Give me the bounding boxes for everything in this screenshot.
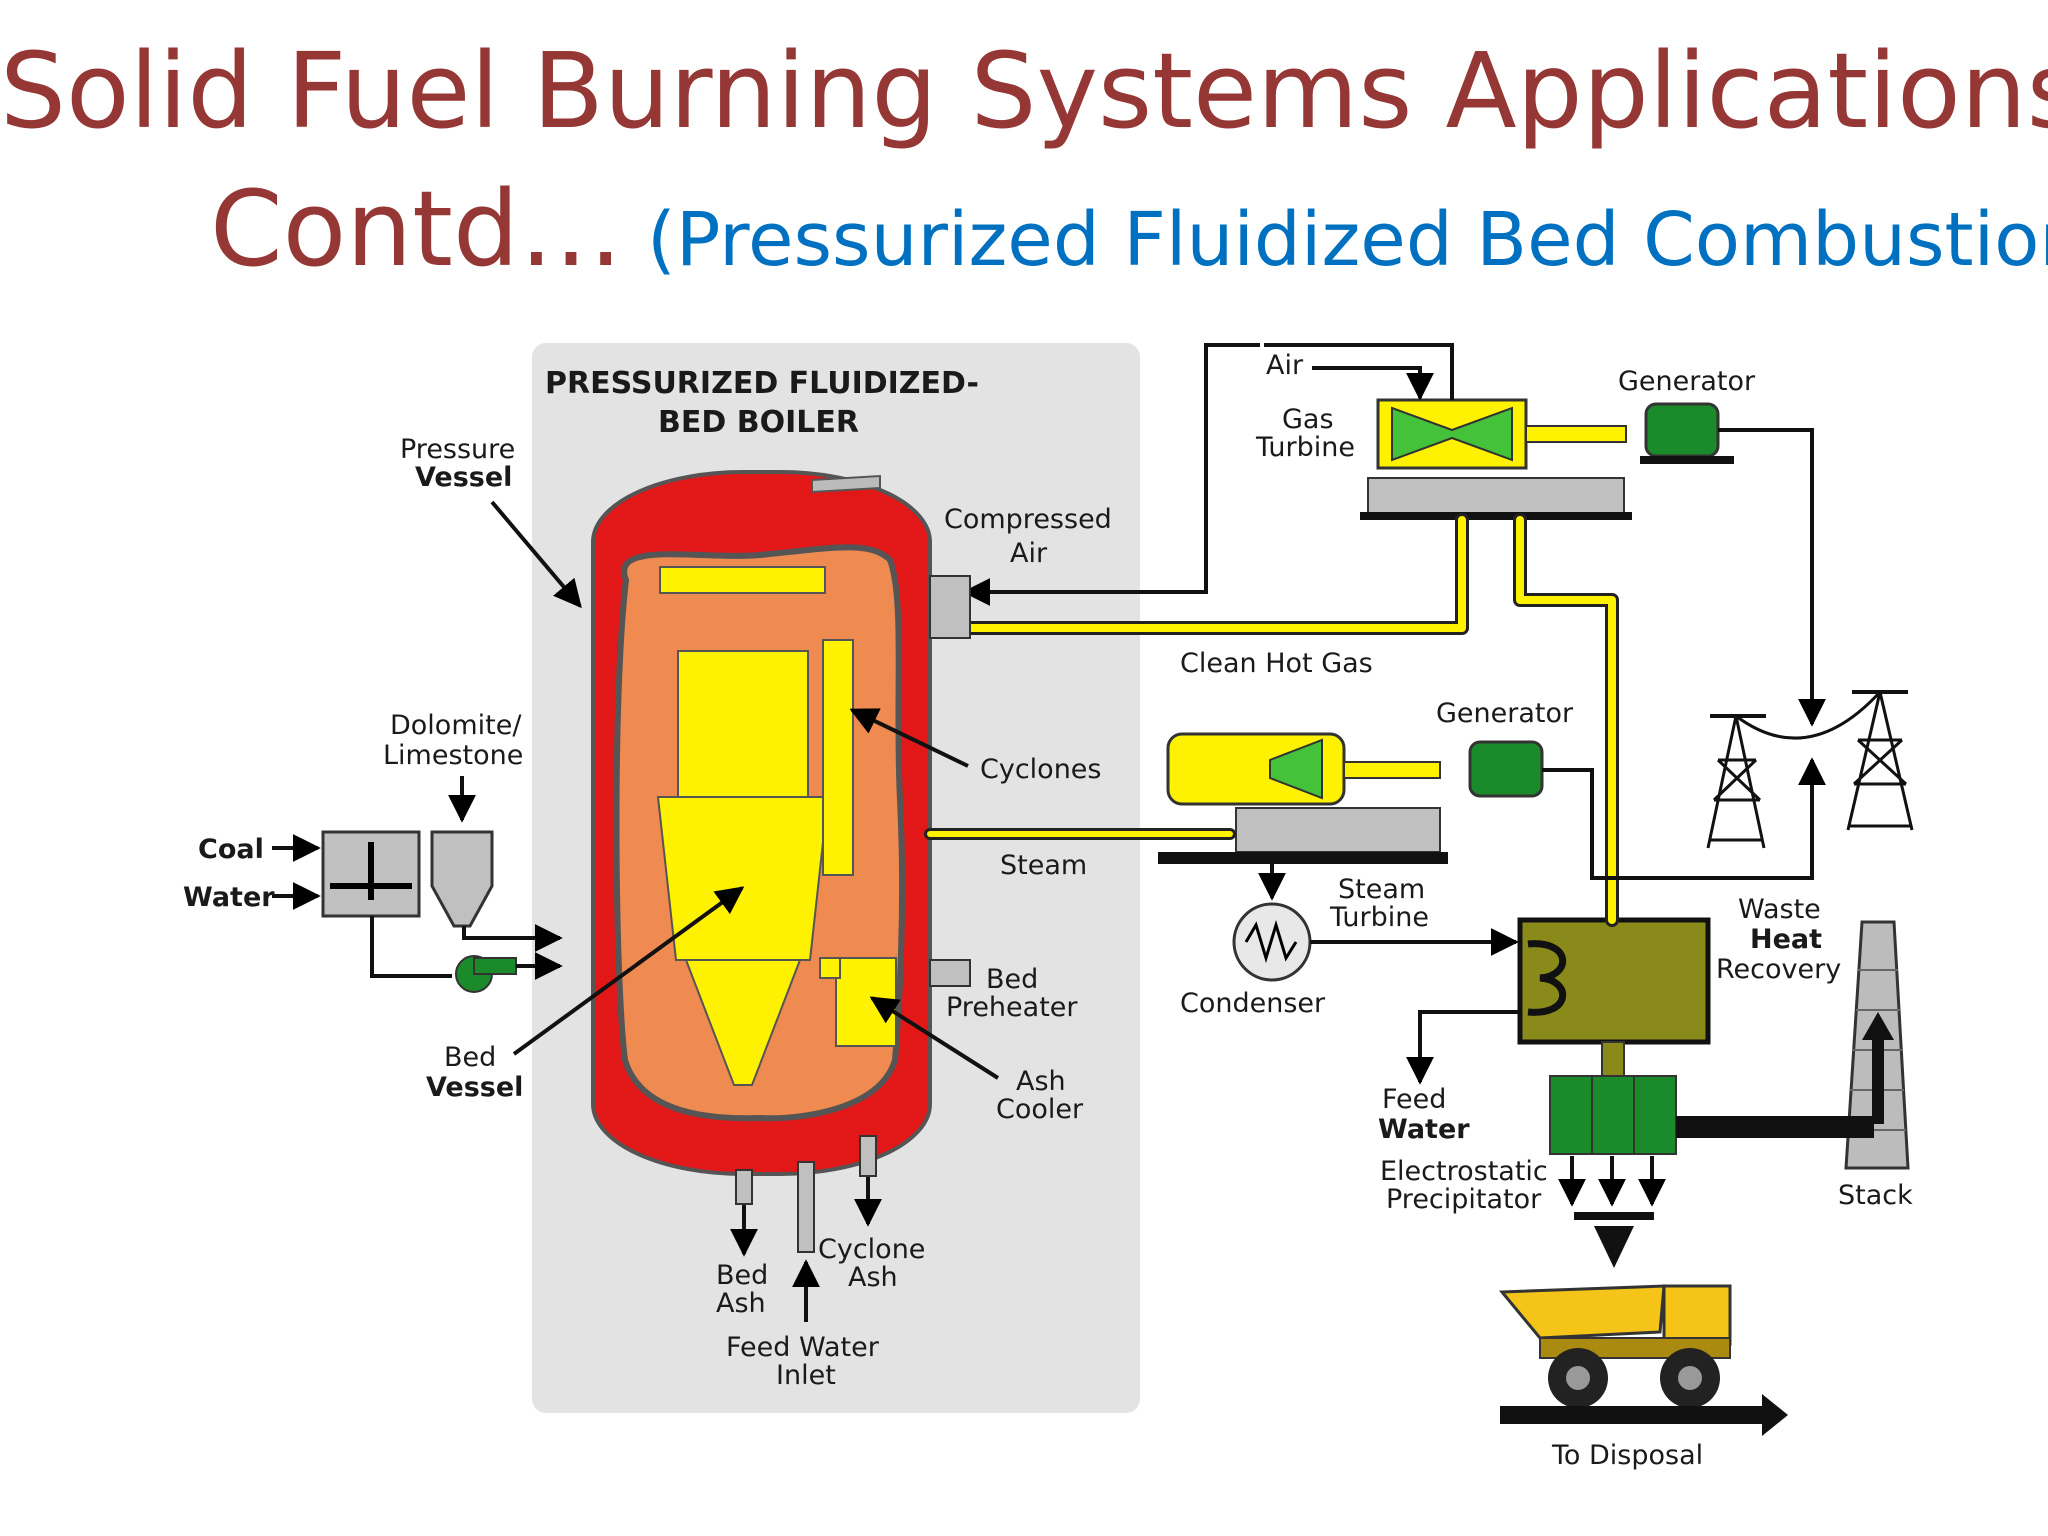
label-gas: Gas [1282,404,1334,435]
label-feed: Feed [1382,1084,1446,1115]
label-recovery: Recovery [1716,954,1841,985]
bed-preheater-flange [929,959,971,987]
label-waste: Waste [1738,894,1821,925]
slide-subtitle: (Pressurized Fluidized Bed Combustion) [646,197,2048,283]
label-water: Water [183,882,275,913]
label-coal: Coal [198,834,264,865]
generator-top-shape [1644,402,1720,458]
cyclone-ash-pipe [859,1135,877,1177]
label-generator-mid: Generator [1436,698,1574,729]
precipitator-hopper-2 [1591,1075,1635,1155]
cyclone-column [822,639,854,876]
label-limestone: Limestone [383,740,523,771]
label-generator-top: Generator [1618,366,1756,397]
label-pressure: Pressure [400,434,515,465]
top-bar [659,566,826,594]
label-compressed: Compressed [944,504,1112,535]
bed-vessel-cone [684,959,802,1086]
mixer-blade [330,842,412,900]
label-cyclone-ash-2: Ash [848,1262,898,1293]
gas-turbine-plinth [1360,512,1632,520]
label-cooler: Cooler [996,1094,1084,1125]
label-heat: Heat [1750,924,1822,955]
steam-turbine-plinth [1158,852,1448,864]
generator-mid-shape [1468,740,1544,798]
transmission-towers [1706,690,1914,849]
label-bed-pre: Bed [986,964,1038,995]
feed-fan-outlet [473,957,517,975]
label-cyclones: Cyclones [980,754,1102,785]
inner-pipe [819,957,841,979]
label-stack: Stack [1838,1180,1913,1211]
label-feed-water-inlet-2: Inlet [776,1360,836,1391]
label-steam-turbine-1: Steam [1338,874,1425,905]
limestone-hopper [430,830,494,928]
flue-pipe [1676,1116,1874,1138]
generator-top-base [1640,456,1734,464]
gas-turbine-base [1367,477,1625,515]
label-dolomite: Dolomite/ [390,710,522,741]
pipes-yellow [924,513,1619,927]
bed-vessel-shape [677,650,809,798]
steam-turbine-base [1235,807,1441,853]
label-vessel-v: Vessel [426,1072,523,1103]
label-ash-a: Ash [1016,1066,1066,1097]
label-air: Air [1010,538,1048,569]
precipitator-stem [1601,1041,1625,1077]
label-precipitator: Precipitator [1386,1184,1542,1215]
bed-vessel-funnel [656,796,830,961]
label-preheater: Preheater [946,992,1078,1023]
label-steam-turbine-2: Turbine [1329,902,1429,933]
label-electrostatic: Electrostatic [1380,1156,1548,1187]
disposal-line [1500,1406,1762,1424]
label-turbine: Turbine [1255,432,1355,463]
ash-cooler-shape [835,957,897,1047]
label-condenser: Condenser [1180,988,1326,1019]
slide-title: Solid Fuel Burning Systems Applications [0,30,2048,152]
label-steam: Steam [1000,850,1087,881]
gas-turbine-shaft [1525,425,1627,443]
precipitator-hopper-3 [1633,1075,1677,1155]
slide-title-line2: Contd… (Pressurized Fluidized Bed Combust… [210,168,2048,290]
label-cyclone-ash-1: Cyclone [818,1234,925,1265]
label-to-disposal: To Disposal [1551,1440,1703,1471]
stack-arrowhead [1862,1012,1894,1040]
heat-recovery-shape [1517,917,1711,1045]
heat-recovery-coil [1527,940,1567,1016]
boiler-title-2: BED BOILER [658,405,859,440]
steam-turbine-blades [1269,738,1323,800]
air-inlet-flange [929,575,971,639]
steam-turbine-shaft [1343,761,1441,779]
feed-water-pipe [797,1161,815,1253]
vessel-hatch [811,474,881,494]
gas-turbine-blades [1391,406,1513,462]
dump-truck [1498,1284,1732,1408]
pipes-black [272,343,1826,1322]
title-contd: Contd… [210,168,623,290]
label-bed-ash-2: Ash [716,1288,766,1319]
condenser-coil [1244,919,1298,964]
label-vessel: Vessel [415,462,512,493]
bed-ash-pipe [735,1169,753,1205]
precipitator-hopper-1 [1549,1075,1593,1155]
label-feed-water-inlet-1: Feed Water [726,1332,880,1363]
disposal-bar [1574,1212,1654,1220]
label-water-fw: Water [1378,1114,1470,1145]
boiler-title-1: PRESSURIZED FLUIDIZED- [545,366,979,401]
label-bed-v: Bed [444,1042,496,1073]
label-clean-hot-gas: Clean Hot Gas [1180,648,1373,679]
disposal-down-arrow [1594,1226,1634,1268]
label-bed-ash-1: Bed [716,1260,768,1291]
label-air-top: Air [1266,350,1304,381]
disposal-arrowhead [1762,1394,1788,1436]
